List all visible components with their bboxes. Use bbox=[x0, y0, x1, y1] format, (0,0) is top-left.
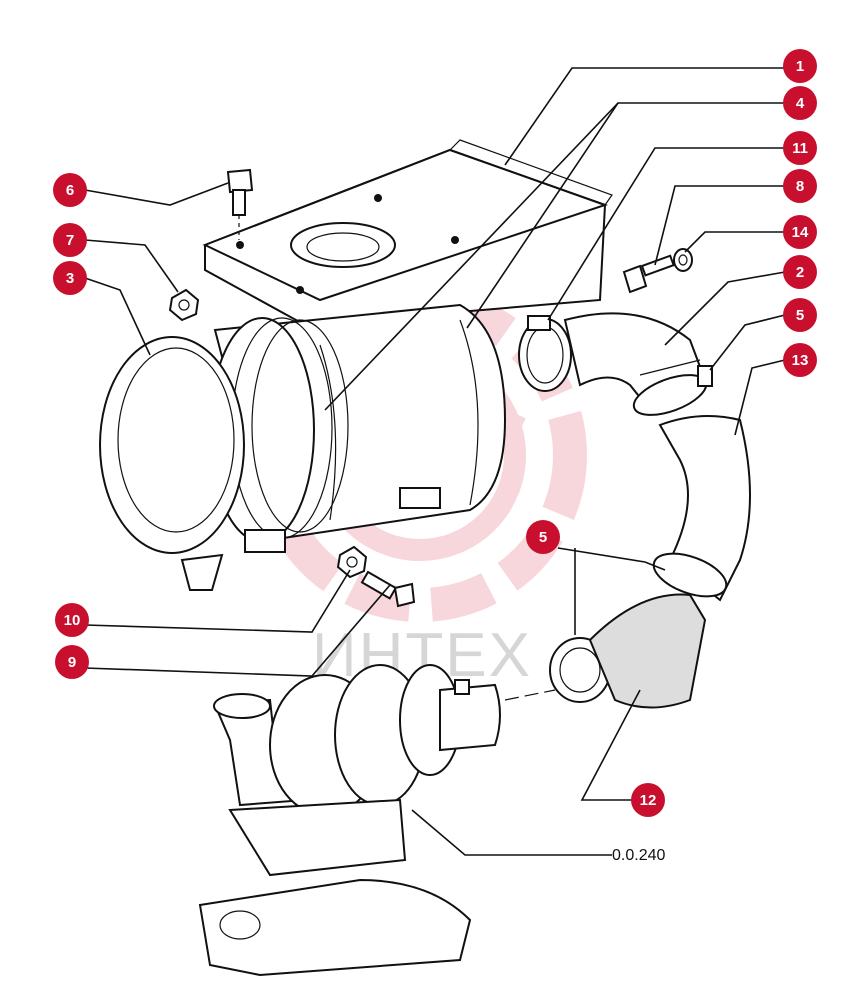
svg-text:13: 13 bbox=[792, 352, 809, 369]
svg-text:2: 2 bbox=[796, 264, 804, 281]
bolt-9 bbox=[360, 570, 416, 608]
svg-text:4: 4 bbox=[796, 95, 805, 112]
callout-5-right: 5 bbox=[783, 298, 817, 332]
drawing-reference: 0.0.240 bbox=[612, 847, 665, 864]
callout-6: 6 bbox=[53, 173, 87, 207]
svg-text:12: 12 bbox=[640, 792, 657, 809]
callouts: 1 4 11 8 14 2 5 13 6 7 3 5 10 9 12 bbox=[53, 49, 817, 817]
callout-8: 8 bbox=[783, 169, 817, 203]
callout-13: 13 bbox=[783, 343, 817, 377]
svg-text:6: 6 bbox=[66, 182, 74, 199]
clamp-11 bbox=[518, 315, 572, 392]
svg-text:1: 1 bbox=[796, 58, 804, 75]
callout-10: 10 bbox=[55, 603, 89, 637]
callout-12: 12 bbox=[631, 783, 665, 817]
svg-text:14: 14 bbox=[792, 224, 809, 241]
svg-text:11: 11 bbox=[792, 140, 808, 157]
callout-1: 1 bbox=[783, 49, 817, 83]
callout-7: 7 bbox=[53, 223, 87, 257]
svg-text:10: 10 bbox=[64, 612, 81, 629]
leader-lines bbox=[84, 67, 786, 856]
nut-10 bbox=[336, 545, 368, 579]
callout-9: 9 bbox=[55, 645, 89, 679]
hose-12 bbox=[588, 593, 707, 709]
nut-7 bbox=[168, 288, 200, 322]
bolt-6 bbox=[226, 168, 254, 240]
bolt-8 bbox=[622, 254, 675, 294]
callout-2: 2 bbox=[783, 255, 817, 289]
svg-text:9: 9 bbox=[68, 654, 76, 671]
washer-14 bbox=[673, 248, 693, 272]
air-filter-assembly bbox=[99, 139, 613, 591]
clamp-5-upper bbox=[632, 365, 713, 416]
svg-text:3: 3 bbox=[66, 270, 74, 287]
svg-text:5: 5 bbox=[796, 307, 804, 324]
callout-14: 14 bbox=[783, 215, 817, 249]
svg-text:5: 5 bbox=[539, 529, 547, 546]
callout-4: 4 bbox=[783, 86, 817, 120]
callout-3: 3 bbox=[53, 261, 87, 295]
callout-11: 11 bbox=[783, 131, 817, 165]
svg-text:7: 7 bbox=[66, 232, 74, 249]
turbocharger bbox=[198, 664, 501, 977]
svg-text:8: 8 bbox=[796, 178, 804, 195]
callout-5-middle: 5 bbox=[526, 520, 560, 554]
